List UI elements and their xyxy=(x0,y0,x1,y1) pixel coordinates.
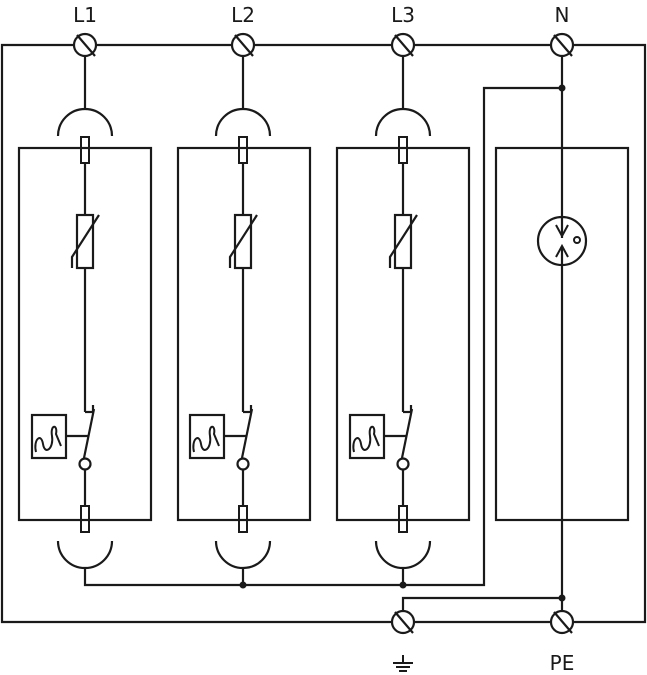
varistor-icon xyxy=(70,213,100,270)
upper-contact-arc-icon xyxy=(374,107,432,137)
switch-icon xyxy=(78,405,96,471)
label-l2: L2 xyxy=(231,3,255,27)
fuse-plug-bottom-icon xyxy=(398,505,408,533)
terminal-earth xyxy=(390,609,416,635)
fuse-plug-top-icon xyxy=(398,136,408,164)
label-l3: L3 xyxy=(391,3,415,27)
earth-ground-icon xyxy=(393,655,413,672)
module-L3 xyxy=(335,56,471,570)
module-n xyxy=(494,56,630,611)
thermal-disconnector-icon xyxy=(188,413,247,460)
label-l1: L1 xyxy=(73,3,97,27)
fuse-plug-bottom-icon xyxy=(238,505,248,533)
module-housing xyxy=(17,146,153,522)
terminal-l1 xyxy=(72,32,98,58)
terminal-l3 xyxy=(390,32,416,58)
module-housing xyxy=(335,146,471,522)
terminal-n xyxy=(549,32,575,58)
lower-contact-arc-icon xyxy=(374,540,432,570)
outer-frame xyxy=(0,43,647,624)
thermal-disconnector-icon xyxy=(348,413,407,460)
switch-icon xyxy=(236,405,254,471)
terminal-pe xyxy=(549,609,575,635)
upper-contact-arc-icon xyxy=(214,107,272,137)
junction-dot xyxy=(399,581,407,589)
label-n: N xyxy=(555,3,570,27)
module-L1 xyxy=(17,56,153,570)
switch-icon xyxy=(396,405,414,471)
thermal-disconnector-icon xyxy=(30,413,89,460)
fuse-plug-top-icon xyxy=(80,136,90,164)
terminal-l2 xyxy=(230,32,256,58)
upper-contact-arc-icon xyxy=(56,107,114,137)
bus-wiring xyxy=(83,86,562,611)
lower-contact-arc-icon xyxy=(214,540,272,570)
varistor-icon xyxy=(228,213,258,270)
fuse-plug-top-icon xyxy=(238,136,248,164)
varistor-icon xyxy=(388,213,418,270)
label-pe: PE xyxy=(550,651,575,675)
lower-contact-arc-icon xyxy=(56,540,114,570)
module-housing xyxy=(176,146,312,522)
module-L2 xyxy=(176,56,312,570)
fuse-plug-bottom-icon xyxy=(80,505,90,533)
junction-dot xyxy=(239,581,247,589)
